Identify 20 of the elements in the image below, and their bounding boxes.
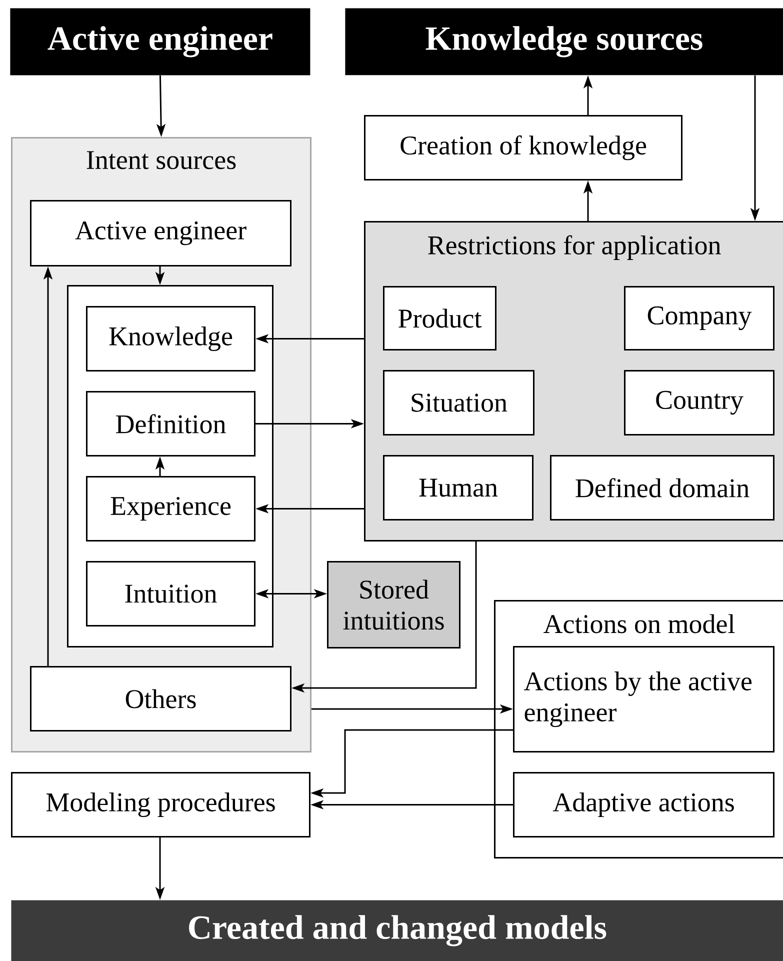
process-box: Experience bbox=[86, 476, 256, 542]
process-box: Modeling procedures bbox=[11, 772, 310, 838]
storage-box: Stored intuitions bbox=[327, 561, 460, 648]
process-box: Product bbox=[383, 286, 496, 350]
process-box: Definition bbox=[86, 391, 256, 456]
process-box: Defined domain bbox=[550, 455, 774, 520]
process-box: Actions by the active engineer bbox=[513, 646, 774, 752]
process-box: Others bbox=[30, 666, 292, 732]
process-box: Country bbox=[624, 370, 774, 436]
process-box: Intuition bbox=[86, 561, 256, 626]
process-box: Adaptive actions bbox=[513, 772, 774, 838]
heading-box: Knowledge sources bbox=[345, 8, 783, 76]
process-box: Active engineer bbox=[30, 200, 292, 266]
process-box: Human bbox=[383, 455, 534, 520]
heading-box: Active engineer bbox=[10, 8, 310, 76]
process-box: Knowledge bbox=[86, 306, 256, 372]
process-box: Company bbox=[624, 286, 774, 350]
output-banner: Created and changed models bbox=[11, 900, 783, 961]
process-box: Creation of knowledge bbox=[364, 115, 682, 180]
process-box: Situation bbox=[383, 370, 534, 436]
